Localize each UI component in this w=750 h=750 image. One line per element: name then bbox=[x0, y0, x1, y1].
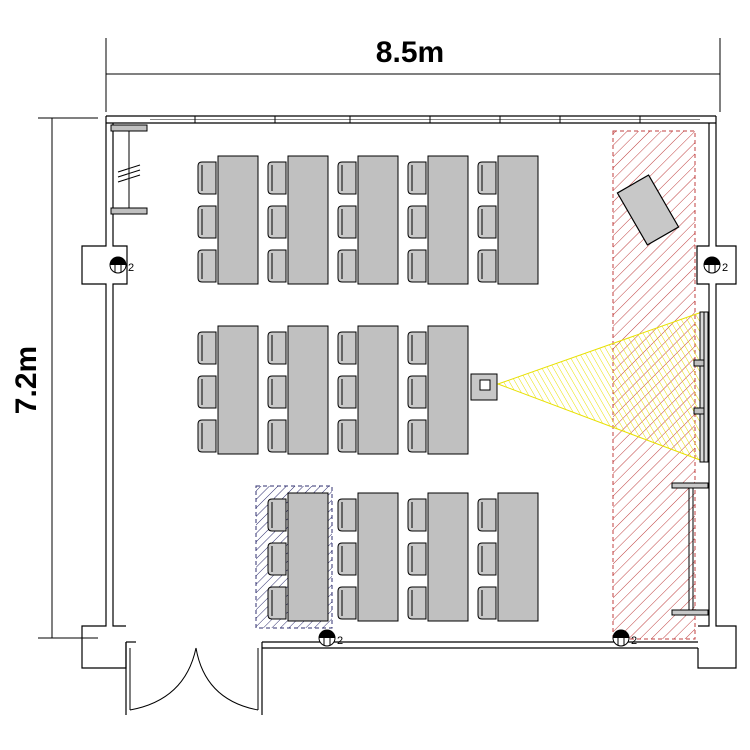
desk-layout bbox=[197, 155, 539, 622]
desk bbox=[357, 492, 399, 622]
chair bbox=[407, 586, 427, 620]
projector bbox=[470, 373, 498, 401]
chair bbox=[267, 498, 287, 532]
desk bbox=[217, 155, 259, 285]
chair bbox=[337, 331, 357, 365]
desk-unit bbox=[407, 492, 469, 622]
desk-unit bbox=[337, 325, 399, 455]
projection-screen bbox=[693, 311, 709, 463]
desk-unit bbox=[477, 155, 539, 285]
desk-unit bbox=[197, 325, 259, 455]
coat-rack bbox=[110, 124, 148, 215]
chair bbox=[477, 161, 497, 195]
chair bbox=[337, 498, 357, 532]
chair bbox=[267, 249, 287, 283]
chair bbox=[337, 249, 357, 283]
chair bbox=[267, 205, 287, 239]
desk-unit bbox=[197, 155, 259, 285]
chair bbox=[407, 249, 427, 283]
power-outlet-icon: 2 bbox=[612, 629, 637, 647]
desk-unit bbox=[267, 325, 329, 455]
chair bbox=[407, 205, 427, 239]
lectern bbox=[616, 174, 680, 246]
chair bbox=[267, 331, 287, 365]
desk bbox=[357, 325, 399, 455]
desk bbox=[497, 155, 539, 285]
chair bbox=[197, 375, 217, 409]
chair bbox=[337, 161, 357, 195]
height-label: 7.2m bbox=[10, 346, 43, 414]
chair bbox=[337, 205, 357, 239]
chair bbox=[267, 419, 287, 453]
outlet-count-label: 2 bbox=[722, 262, 728, 274]
window-segments bbox=[150, 116, 700, 123]
desk-unit bbox=[267, 492, 329, 622]
chair bbox=[407, 419, 427, 453]
chair bbox=[407, 161, 427, 195]
desk bbox=[287, 492, 329, 622]
width-label: 8.5m bbox=[376, 36, 444, 69]
power-outlet-icon: 2 bbox=[703, 256, 728, 274]
chair bbox=[477, 586, 497, 620]
chair bbox=[197, 419, 217, 453]
desk-unit bbox=[337, 155, 399, 285]
desk-unit bbox=[407, 155, 469, 285]
desk-unit bbox=[407, 325, 469, 455]
chair bbox=[337, 419, 357, 453]
desk-unit bbox=[267, 155, 329, 285]
chair bbox=[267, 586, 287, 620]
chair bbox=[267, 542, 287, 576]
outlets: 2 2 2 2 bbox=[109, 256, 728, 647]
chair bbox=[267, 161, 287, 195]
chair bbox=[477, 205, 497, 239]
outlet-count-label: 2 bbox=[128, 262, 134, 274]
desk bbox=[497, 492, 539, 622]
desk-unit bbox=[337, 492, 399, 622]
chair bbox=[197, 249, 217, 283]
width-dimension: 8.5m bbox=[105, 36, 721, 112]
chair bbox=[337, 542, 357, 576]
height-dimension: 7.2m bbox=[10, 117, 98, 639]
chair bbox=[477, 498, 497, 532]
chair bbox=[407, 331, 427, 365]
chair bbox=[337, 375, 357, 409]
desk bbox=[427, 325, 469, 455]
whiteboard bbox=[671, 482, 709, 616]
chair bbox=[477, 542, 497, 576]
desk bbox=[427, 155, 469, 285]
chair bbox=[267, 375, 287, 409]
desk bbox=[427, 492, 469, 622]
chair bbox=[407, 542, 427, 576]
desk-unit bbox=[477, 492, 539, 622]
outlet-count-label: 2 bbox=[631, 635, 637, 647]
desk bbox=[287, 155, 329, 285]
desk bbox=[357, 155, 399, 285]
desk bbox=[287, 325, 329, 455]
chair bbox=[337, 586, 357, 620]
power-outlet-icon: 2 bbox=[318, 629, 343, 647]
room-walls bbox=[81, 115, 737, 715]
chair bbox=[477, 249, 497, 283]
desk bbox=[217, 325, 259, 455]
chair bbox=[197, 205, 217, 239]
power-outlet-icon: 2 bbox=[109, 256, 134, 274]
chair bbox=[407, 375, 427, 409]
double-door bbox=[129, 647, 259, 711]
chair bbox=[407, 498, 427, 532]
projection-beam bbox=[496, 311, 703, 461]
chair bbox=[197, 161, 217, 195]
chair bbox=[197, 331, 217, 365]
outlet-count-label: 2 bbox=[337, 635, 343, 647]
